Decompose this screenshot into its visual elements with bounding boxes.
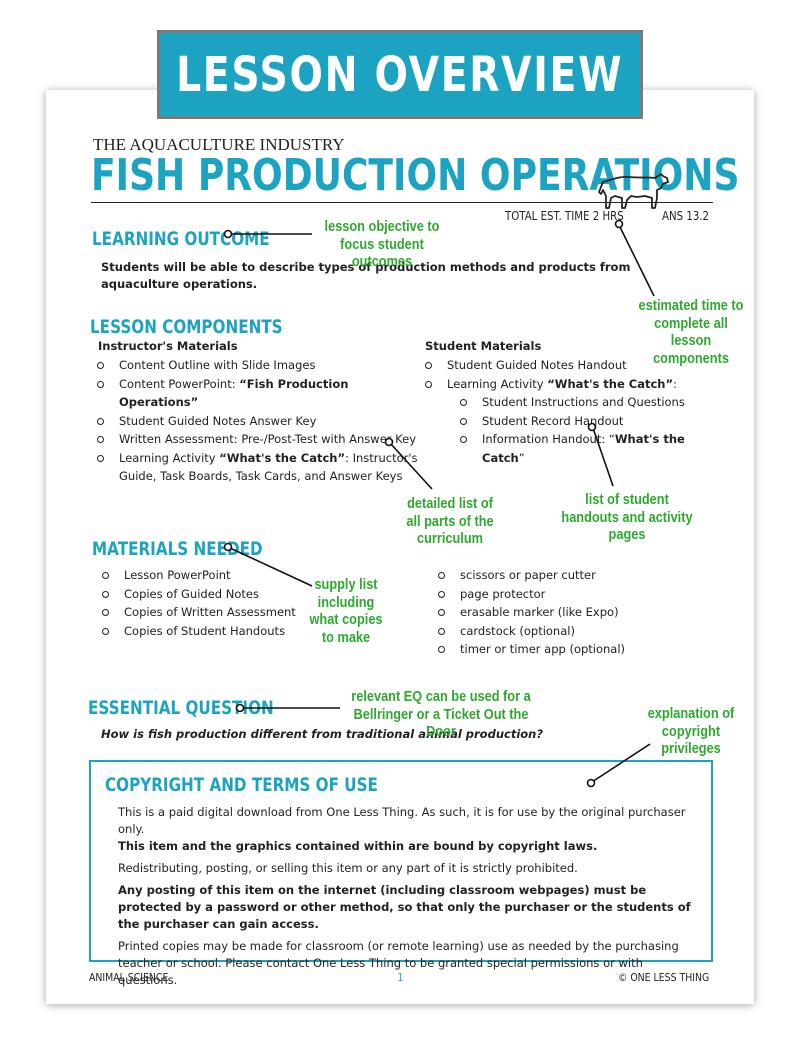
list-item: Copies of Student Handouts [102, 622, 302, 641]
materials-left-list: Lesson PowerPoint Copies of Guided Notes… [102, 566, 302, 640]
copyright-p2: Redistributing, posting, or selling this… [118, 861, 578, 875]
cow-logo-icon [598, 173, 669, 209]
list-item: page protector [438, 585, 698, 604]
header-rule [91, 202, 713, 203]
list-item: Student Guided Notes Answer Key [97, 412, 427, 431]
instructor-materials-list: Content Outline with Slide Images Conten… [97, 356, 427, 486]
lesson-title: FISH PRODUCTION OPERATIONS [91, 150, 740, 201]
list-item: Learning Activity “What's the Catch”: In… [97, 449, 427, 486]
annotation-handouts: list of student handouts and activity pa… [561, 492, 693, 543]
annotation-dot [384, 437, 394, 447]
annotation-eq: relevant EQ can be used for a Bellringer… [351, 689, 531, 740]
annotation-objective: lesson objective to focus student outcom… [324, 219, 440, 270]
student-materials-heading: Student Materials [425, 339, 542, 353]
materials-needed-heading: MATERIALS NEEDED [92, 538, 263, 560]
list-item: timer or timer app (optional) [438, 640, 698, 659]
list-item: Student Instructions and Questions [460, 393, 700, 412]
annotation-dot [614, 219, 624, 229]
student-materials-list: Student Guided Notes Handout Learning Ac… [425, 356, 695, 393]
annotation-supply: supply list including what copies to mak… [309, 577, 383, 646]
annotation-dot [223, 542, 233, 552]
student-activity-sublist: Student Instructions and Questions Stude… [460, 393, 700, 467]
annotation-details: detailed list of all parts of the curric… [406, 496, 494, 547]
footer-left: ANIMAL SCIENCE [89, 971, 169, 984]
copyright-heading: COPYRIGHT AND TERMS OF USE [105, 774, 378, 796]
list-item: Copies of Written Assessment [102, 603, 302, 622]
list-item: Content PowerPoint: “Fish Production Ope… [97, 375, 427, 412]
list-item: Written Assessment: Pre-/Post-Test with … [97, 430, 427, 449]
annotation-dot [587, 422, 597, 432]
list-item: cardstock (optional) [438, 622, 698, 641]
list-item: Information Handout: “What's the Catch” [460, 430, 700, 467]
annotation-dot [235, 703, 245, 713]
annotation-dot [223, 229, 233, 239]
instructor-materials-heading: Instructor's Materials [98, 339, 238, 353]
copyright-box: COPYRIGHT AND TERMS OF USE This is a pai… [89, 760, 713, 987]
lesson-overview-banner: LESSON OVERVIEW [157, 30, 643, 119]
list-item: Student Record Handout [460, 412, 700, 431]
annotation-copyright: explanation of copyright privileges [647, 706, 735, 757]
document-page [46, 90, 754, 1004]
banner-title: LESSON OVERVIEW [176, 46, 624, 103]
essential-question-heading: ESSENTIAL QUESTION [88, 697, 274, 719]
list-item: Copies of Guided Notes [102, 585, 302, 604]
annotation-time: estimated time to complete all lesson co… [638, 298, 744, 367]
lesson-components-heading: LESSON COMPONENTS [90, 316, 283, 338]
annotation-dot [586, 778, 596, 788]
essential-question-text: How is fish production different from tr… [101, 727, 544, 741]
unit-subtitle: THE AQUACULTURE INDUSTRY [93, 135, 345, 154]
list-item: Content Outline with Slide Images [97, 356, 427, 375]
page-number: 1 [397, 971, 404, 984]
list-item: Learning Activity “What's the Catch”: [425, 375, 695, 394]
list-item: Lesson PowerPoint [102, 566, 302, 585]
copyright-p4: Printed copies may be made for classroom… [118, 939, 679, 987]
copyright-p1: This is a paid digital download from One… [118, 805, 686, 853]
copyright-paragraphs: This is a paid digital download from One… [118, 804, 703, 989]
list-item: Student Guided Notes Handout [425, 356, 695, 375]
learning-outcome-text: Students will be able to describe types … [101, 260, 631, 291]
footer-right: © ONE LESS THING [618, 971, 710, 984]
list-item: erasable marker (like Expo) [438, 603, 698, 622]
materials-right-list: scissors or paper cutter page protector … [438, 566, 698, 659]
list-item: scissors or paper cutter [438, 566, 698, 585]
total-time: TOTAL EST. TIME 2 HRS [505, 209, 624, 223]
standard-code: ANS 13.2 [662, 209, 710, 223]
copyright-p3: Any posting of this item on the internet… [118, 883, 691, 931]
